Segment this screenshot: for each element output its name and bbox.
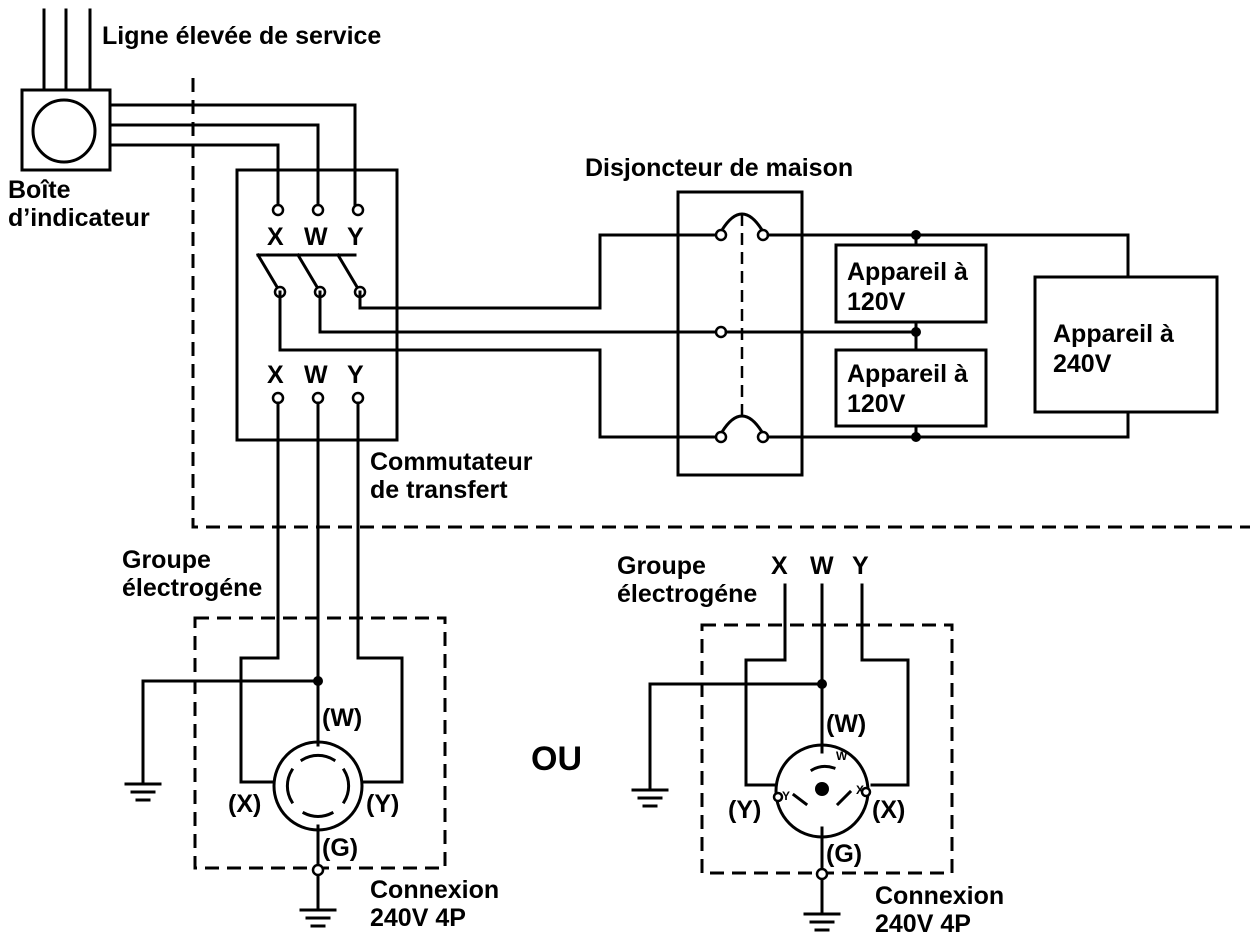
generator-left-wires <box>141 401 404 910</box>
ground-left-a-icon <box>124 782 162 802</box>
plug-right-x-label: (X) <box>872 796 905 824</box>
service-line-label: Ligne élevée de service <box>102 22 381 50</box>
ground-left-b-icon <box>299 908 337 928</box>
appliance-120v-b <box>834 348 988 428</box>
generator-right-wires <box>648 583 910 914</box>
meter-box <box>20 88 112 172</box>
appliance-120v-b-label-1: Appareil à <box>847 360 968 388</box>
meter-wires <box>108 103 357 207</box>
switch-to-breaker-wires <box>278 233 717 439</box>
terminal-top-y: Y <box>347 223 364 251</box>
lead-y-label: Y <box>852 552 869 580</box>
plug-face-x-label: X <box>856 783 864 797</box>
plug-left-x-label: (X) <box>228 790 261 818</box>
plug-l14-face-icon <box>772 743 872 839</box>
generator-left-label-1: Groupe <box>122 546 211 574</box>
generator-right-label-1: Groupe <box>617 552 706 580</box>
connection-right-label-1: Connexion <box>875 882 1004 910</box>
transfer-switch <box>235 168 399 442</box>
service-line <box>42 8 92 92</box>
plug-right-y-label: (Y) <box>728 796 761 824</box>
plug-face-y-label: Y <box>782 789 790 803</box>
plug-left-w-label: (W) <box>322 704 362 732</box>
appliance-240v-label-2: 240V <box>1053 350 1112 378</box>
plug-left-y-label: (Y) <box>366 790 399 818</box>
appliance-120v-b-label-2: 120V <box>847 390 906 418</box>
terminal-bottom-y: Y <box>347 361 364 389</box>
ground-right-a-icon <box>631 788 669 808</box>
ground-right-b-icon <box>803 912 841 932</box>
plug-right-w-label: (W) <box>826 710 866 738</box>
meter-box-label-1: Boîte <box>8 176 71 204</box>
transfer-switch-label-1: Commutateur <box>370 448 533 476</box>
connection-right-label-2: 240V 4P <box>875 910 971 938</box>
plug-face-w-label: W <box>836 749 848 763</box>
or-label: OU <box>531 740 582 778</box>
terminal-top-w: W <box>304 223 328 251</box>
connection-left-label-1: Connexion <box>370 876 499 904</box>
plug-left-g-label: (G) <box>322 834 358 862</box>
appliance-240v <box>1033 275 1219 414</box>
appliance-120v-a-label-1: Appareil à <box>847 258 968 286</box>
terminal-bottom-x: X <box>267 361 284 389</box>
house-boundary <box>191 78 1250 529</box>
transfer-switch-label-2: de transfert <box>370 476 508 504</box>
appliance-120v-a-label-2: 120V <box>847 288 906 316</box>
lead-x-label: X <box>771 552 788 580</box>
lead-w-label: W <box>810 552 834 580</box>
plug-right-ground-terminal <box>815 867 829 881</box>
terminal-bottom-w: W <box>304 361 328 389</box>
appliance-240v-label-1: Appareil à <box>1053 320 1174 348</box>
plug-left-ground-terminal <box>311 863 325 877</box>
generator-left-label-2: électrogéne <box>122 574 262 602</box>
connection-left-label-2: 240V 4P <box>370 904 466 932</box>
house-breaker-label: Disjoncteur de maison <box>585 154 853 182</box>
terminal-top-x: X <box>267 223 284 251</box>
plug-l14-icon <box>272 740 364 832</box>
breaker-output-wires <box>724 230 1130 442</box>
plug-right-g-label: (G) <box>826 840 862 868</box>
generator-right-label-2: électrogéne <box>617 580 757 608</box>
appliance-120v-a <box>834 243 988 324</box>
meter-box-label-2: d’indicateur <box>8 204 150 232</box>
